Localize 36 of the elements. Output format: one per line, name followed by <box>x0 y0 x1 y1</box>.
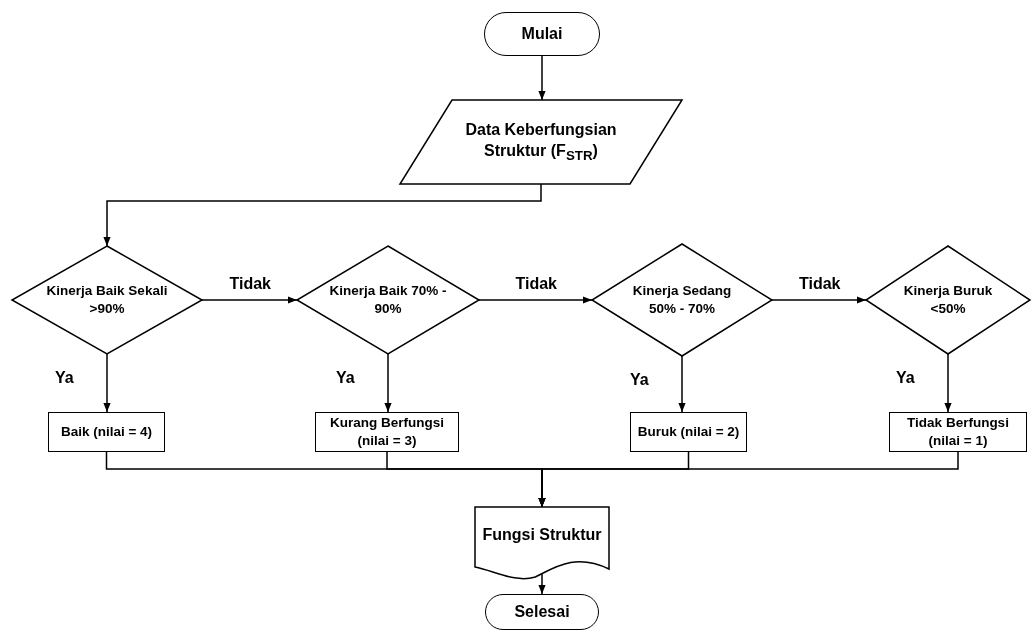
node-text: Baik (nilai = 4) <box>60 423 153 441</box>
node-text: Tidak Berfungsi (nilai = 1) <box>906 414 1010 450</box>
node-text: Kinerja Sedang 50% - 70% <box>631 282 733 318</box>
terminal-shape <box>484 12 600 56</box>
process-box <box>889 412 1027 452</box>
node-text: Kinerja Baik Sekali >90% <box>45 282 169 318</box>
arrow <box>678 355 686 413</box>
edge-label: Ya <box>630 372 649 388</box>
arrow <box>384 353 392 413</box>
process-box <box>630 412 747 452</box>
terminal-shape <box>485 594 599 630</box>
edge-label: Tidak <box>515 276 557 292</box>
node-text: Kinerja Buruk <50% <box>902 282 994 318</box>
arrow <box>201 296 298 304</box>
edge-label: Tidak <box>229 276 271 292</box>
node-text: Data Keberfungsian Struktur (F$_{STR}$) <box>464 119 618 165</box>
arrow <box>103 183 542 247</box>
arrow <box>478 296 593 304</box>
arrow <box>538 451 959 508</box>
node-text: Mulai <box>521 25 563 43</box>
edge-label: Ya <box>336 370 355 386</box>
node-text: Kurang Berfungsi (nilai = 3) <box>329 414 445 450</box>
arrow <box>538 55 546 101</box>
node-text: Fungsi Struktur <box>482 524 602 545</box>
node-text: Selesai <box>514 603 570 621</box>
arrow <box>103 353 111 413</box>
node-text: Kinerja Baik 70% - 90% <box>328 282 448 318</box>
arrow <box>944 353 952 413</box>
arrow <box>538 572 546 595</box>
arrow <box>771 296 867 304</box>
edge-label: Ya <box>896 370 915 386</box>
process-box <box>315 412 459 452</box>
edge-label: Tidak <box>799 276 841 292</box>
edge-label: Ya <box>55 370 74 386</box>
node-text: Buruk (nilai = 2) <box>637 423 740 441</box>
process-box <box>48 412 165 452</box>
